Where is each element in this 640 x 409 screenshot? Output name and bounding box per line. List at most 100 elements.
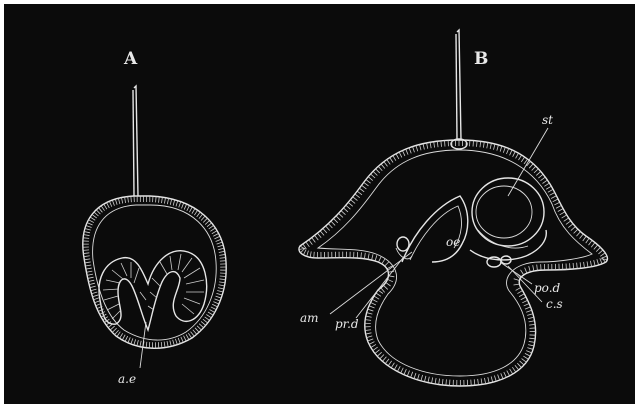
cilium	[501, 373, 503, 379]
cilium	[173, 200, 175, 206]
cilium	[376, 169, 380, 173]
cilium	[580, 262, 581, 268]
cilium	[184, 204, 186, 209]
cilium	[199, 324, 203, 328]
cilium	[506, 148, 508, 154]
cilium	[442, 379, 443, 385]
cilium	[525, 353, 530, 356]
cilium	[214, 236, 219, 239]
cilium	[209, 309, 214, 312]
cilium	[361, 252, 362, 258]
cilium	[381, 164, 385, 169]
cilium	[203, 218, 207, 222]
cilium	[364, 253, 365, 259]
cilium	[108, 324, 113, 328]
cilium	[216, 296, 222, 298]
cilium	[89, 283, 95, 284]
cilium	[446, 379, 447, 385]
cilium	[328, 224, 332, 228]
cilium	[597, 259, 599, 265]
cilium	[401, 368, 404, 373]
cilium	[417, 374, 419, 380]
cilium	[86, 225, 92, 227]
cilium	[382, 357, 386, 362]
cilium	[548, 189, 553, 192]
cilium	[484, 378, 485, 384]
cilium	[568, 224, 573, 228]
inner-outline-a	[93, 205, 217, 340]
cilium	[376, 293, 381, 296]
cilium	[366, 333, 372, 334]
cilium	[125, 197, 126, 203]
cilium	[104, 204, 107, 209]
cilium	[373, 347, 378, 350]
cilium	[208, 312, 213, 315]
cilium	[217, 245, 223, 247]
cilium	[307, 251, 309, 257]
cilium	[372, 299, 377, 302]
cilium	[122, 335, 125, 340]
cilium	[367, 313, 373, 315]
cilium	[84, 259, 90, 260]
cilium	[159, 197, 160, 203]
cilium	[207, 223, 212, 227]
pre-oral-duct-b	[397, 237, 409, 251]
cilium	[507, 371, 510, 376]
cilium	[179, 202, 181, 208]
cilium	[534, 169, 538, 173]
cilium	[355, 194, 360, 198]
cilium	[99, 208, 103, 213]
cilium	[556, 205, 561, 208]
cilium	[533, 265, 534, 271]
cilium	[215, 299, 221, 301]
cilium	[94, 212, 98, 216]
cilium	[140, 341, 141, 347]
cilium	[583, 236, 586, 241]
cilium	[323, 228, 327, 233]
cilium	[117, 332, 120, 337]
cilium	[357, 191, 362, 195]
cilium	[491, 376, 493, 382]
cilium	[85, 262, 91, 263]
cilium	[373, 171, 377, 175]
cilium	[589, 240, 593, 245]
cilium	[176, 201, 178, 207]
cilium	[387, 279, 392, 282]
cilium	[494, 144, 495, 150]
cilium	[181, 337, 183, 343]
cilium	[193, 330, 197, 335]
cilium	[402, 150, 405, 155]
cilium	[178, 338, 180, 344]
cilium	[217, 242, 223, 244]
cilium	[549, 193, 554, 196]
cilium	[529, 321, 535, 322]
cilium	[184, 336, 187, 341]
cilium	[181, 203, 183, 209]
cilium	[517, 291, 522, 294]
cilium	[516, 287, 521, 290]
cilium	[161, 342, 162, 348]
cilium	[201, 216, 205, 220]
cilium	[478, 379, 479, 385]
cilium	[220, 276, 226, 277]
cilium	[201, 321, 206, 325]
cilium	[211, 307, 216, 310]
cilium	[441, 141, 442, 147]
cilium	[369, 306, 375, 308]
cilium	[216, 239, 222, 241]
cilium	[156, 196, 157, 202]
cilium	[487, 142, 488, 148]
cilium	[396, 154, 399, 159]
ae-pointer	[140, 322, 146, 368]
cilium	[554, 202, 559, 205]
cilium	[514, 279, 520, 281]
cilium	[504, 372, 507, 377]
cilium	[536, 171, 541, 175]
cilium	[404, 369, 406, 374]
cilium	[371, 344, 376, 347]
cilia-b	[299, 140, 607, 386]
cilium	[320, 231, 324, 236]
cilium	[364, 182, 369, 186]
cilium	[368, 253, 369, 259]
cilium	[213, 302, 219, 304]
